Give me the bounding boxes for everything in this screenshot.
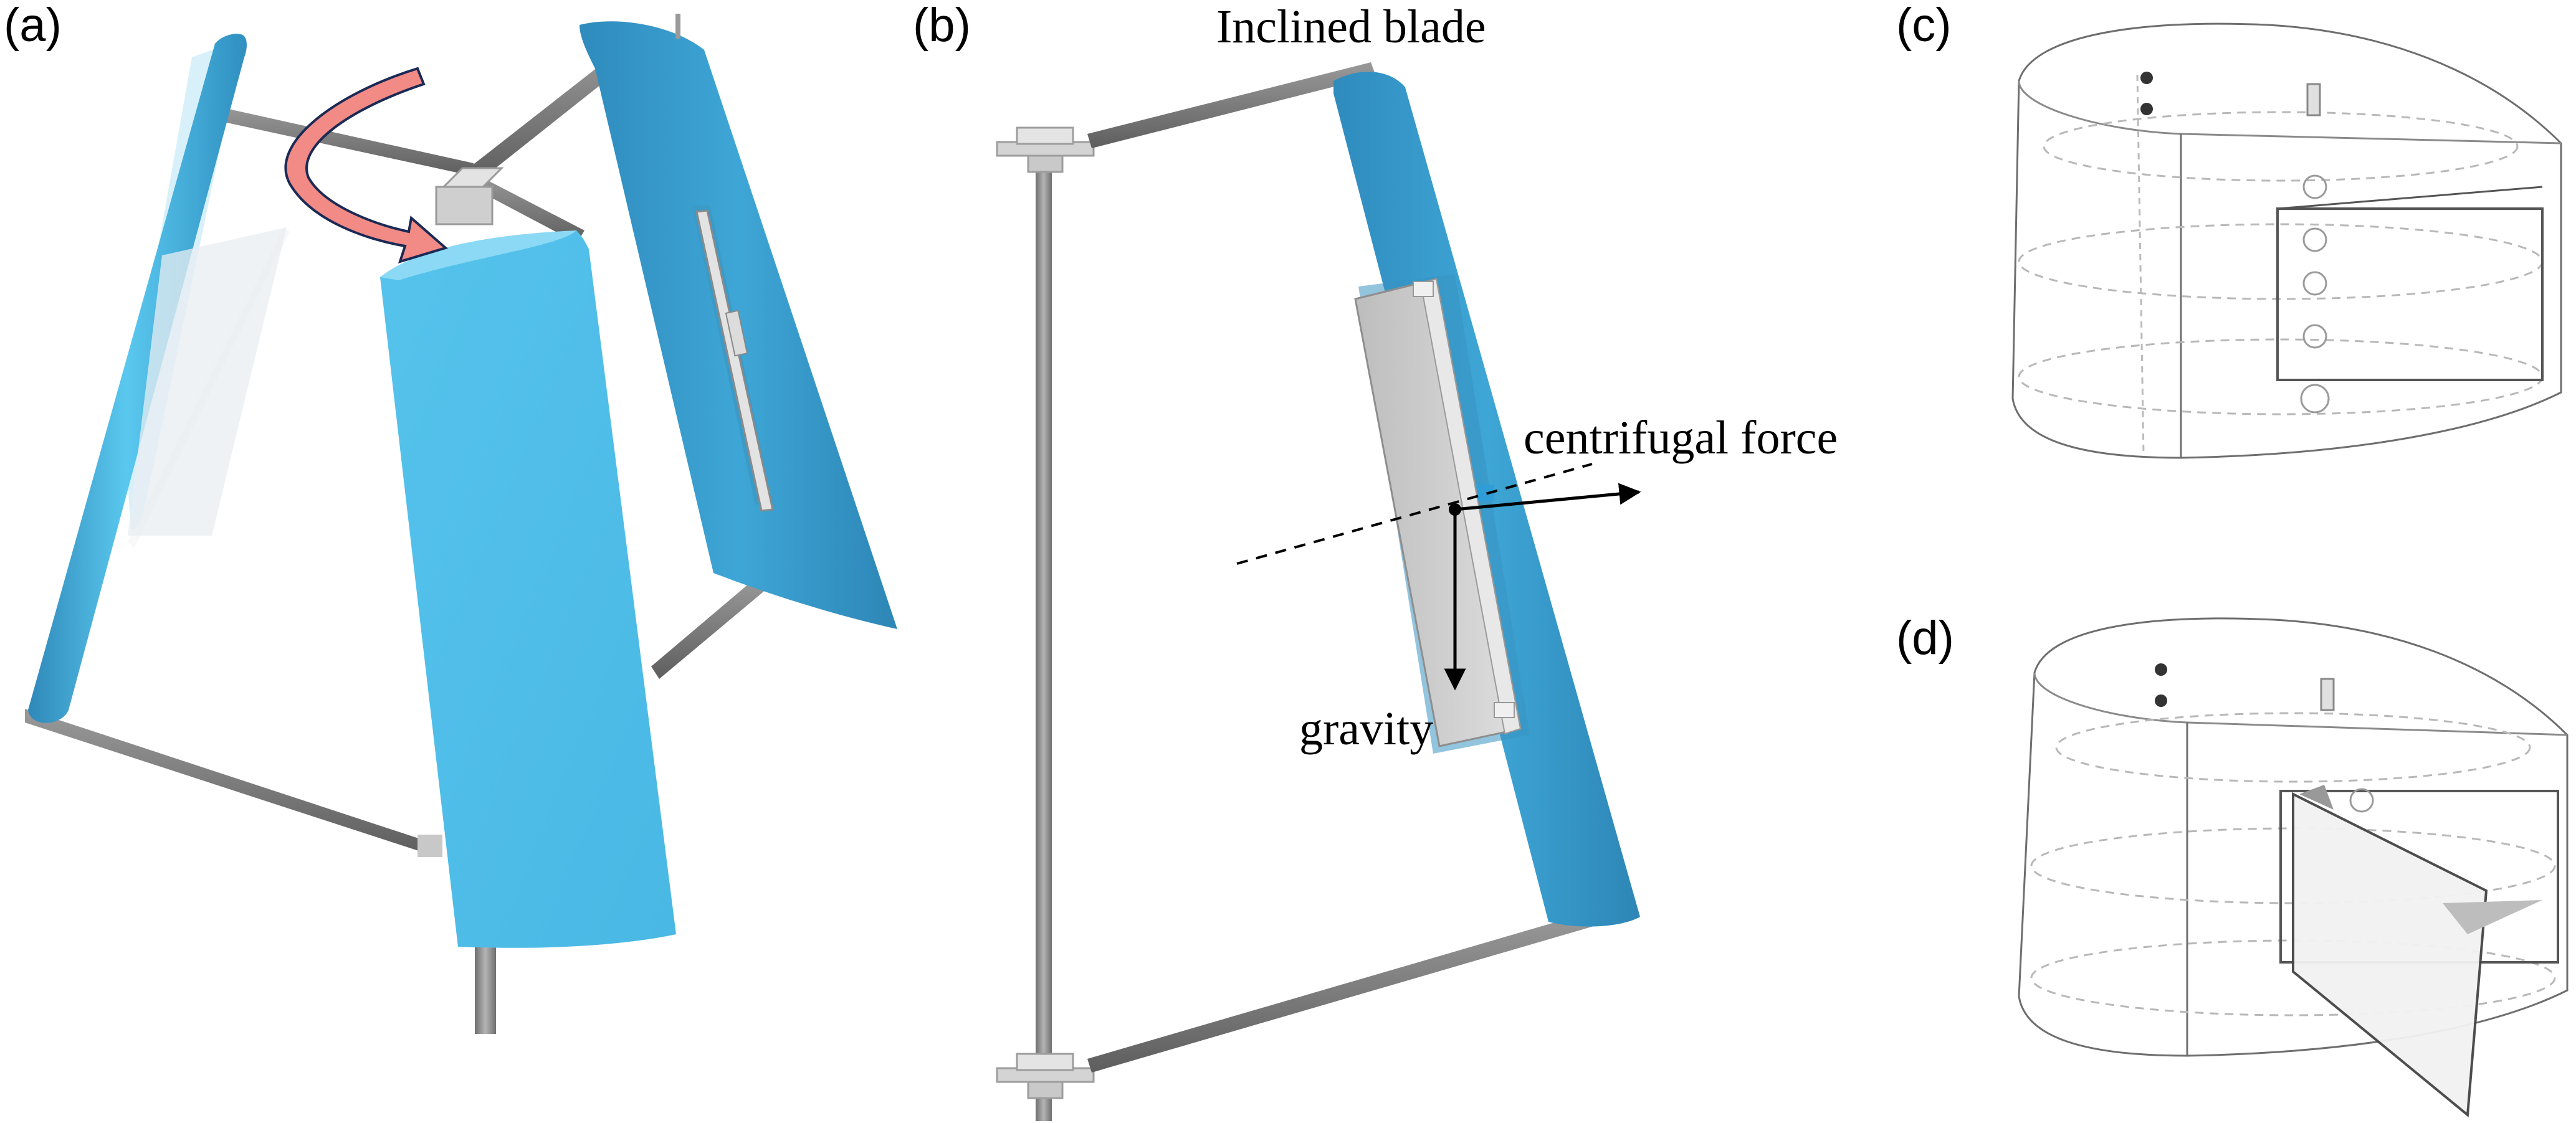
bottom-hub xyxy=(996,1053,1095,1099)
top-hub xyxy=(996,126,1095,173)
blade-left-flap xyxy=(128,227,287,536)
blade-left-body xyxy=(28,34,247,723)
lower-strut xyxy=(1087,911,1600,1073)
blade-front-body xyxy=(380,230,676,948)
hinge-circle-d xyxy=(2349,788,2374,813)
center-of-mass xyxy=(1449,503,1461,516)
upper-strut xyxy=(1087,62,1376,148)
vertical-shaft xyxy=(1036,146,1052,1121)
upper-strut-left xyxy=(207,105,474,176)
top-hub-collar xyxy=(1016,126,1074,145)
bolt-hole-2 xyxy=(2140,103,2153,115)
rotation-arrow-icon xyxy=(284,67,449,264)
airfoil-top-edge-d xyxy=(2033,672,2568,736)
rotation-arrow xyxy=(284,67,449,264)
panel-a: (a) xyxy=(4,0,897,1034)
centrifugal-force-arrow xyxy=(1454,483,1641,511)
panel-d: (d) xyxy=(1896,612,2569,1117)
bolt-hole-4 xyxy=(2155,694,2167,707)
bottom-hub-collar xyxy=(1016,1053,1074,1071)
flap-open-shadow xyxy=(2443,900,2542,934)
hub-top xyxy=(441,167,504,188)
flap-open xyxy=(2292,792,2488,1117)
bottom-hub-base xyxy=(1027,1081,1064,1099)
flap-mount-top xyxy=(1413,281,1434,297)
flap-mount-bottom xyxy=(1494,702,1515,718)
blade-back-right xyxy=(580,14,897,630)
inclination-axis xyxy=(1236,463,1593,565)
bolt-hole-3 xyxy=(2155,663,2167,676)
rib-bottom xyxy=(2018,338,2544,415)
flap-closed xyxy=(2276,207,2544,381)
blade-front-top-edge xyxy=(380,230,576,280)
panel-d-label: (d) xyxy=(1896,612,1954,665)
flap-closed-top xyxy=(2277,186,2543,210)
top-pin xyxy=(2306,83,2321,116)
panel-b: (b) Inclined blade xyxy=(913,0,1838,1121)
airfoil-outline xyxy=(2011,22,2562,459)
spar-line xyxy=(2136,74,2145,455)
blade-back-flap xyxy=(695,209,774,512)
panel-a-hub xyxy=(417,167,504,1034)
panel-a-label: (a) xyxy=(4,0,62,52)
upper-strut-front xyxy=(466,173,584,243)
airfoil-top-edge xyxy=(2018,80,2562,145)
panel-a-struts xyxy=(25,45,766,855)
hub-block xyxy=(435,186,494,225)
top-hub-base xyxy=(1027,154,1064,173)
airfoil-section-closed xyxy=(2011,22,2562,459)
rib-top-d xyxy=(2055,712,2531,783)
lower-strut-right xyxy=(651,577,766,679)
panel-c-label: (c) xyxy=(1896,0,1952,52)
top-pin-d xyxy=(2320,678,2335,711)
blade-left xyxy=(28,34,290,723)
rib-top xyxy=(2043,111,2519,182)
centrifugal-force-label: centrifugal force xyxy=(1524,412,1838,464)
rib-mid xyxy=(2018,223,2544,300)
blade-back-pin xyxy=(675,14,680,39)
lower-hub-block xyxy=(417,835,442,857)
inclined-blade-label: Inclined blade xyxy=(1216,1,1486,53)
flap-open-hinge xyxy=(2299,785,2334,810)
upper-strut-back xyxy=(469,45,637,181)
bolt-hole-1 xyxy=(2140,72,2153,84)
lower-strut-left xyxy=(25,709,430,855)
panel-c: (c) xyxy=(1896,0,2562,459)
gravity-label: gravity xyxy=(1299,703,1433,755)
hinge-stack-c xyxy=(2300,174,2330,414)
panel-b-label: (b) xyxy=(913,0,971,52)
airfoil-outline-d xyxy=(2018,617,2569,1057)
flap-edge xyxy=(1419,278,1522,735)
force-diagram xyxy=(1236,463,1641,691)
blade-back-hinge xyxy=(725,310,748,357)
inclined-blade xyxy=(1333,72,1640,927)
blade-front xyxy=(380,230,676,948)
